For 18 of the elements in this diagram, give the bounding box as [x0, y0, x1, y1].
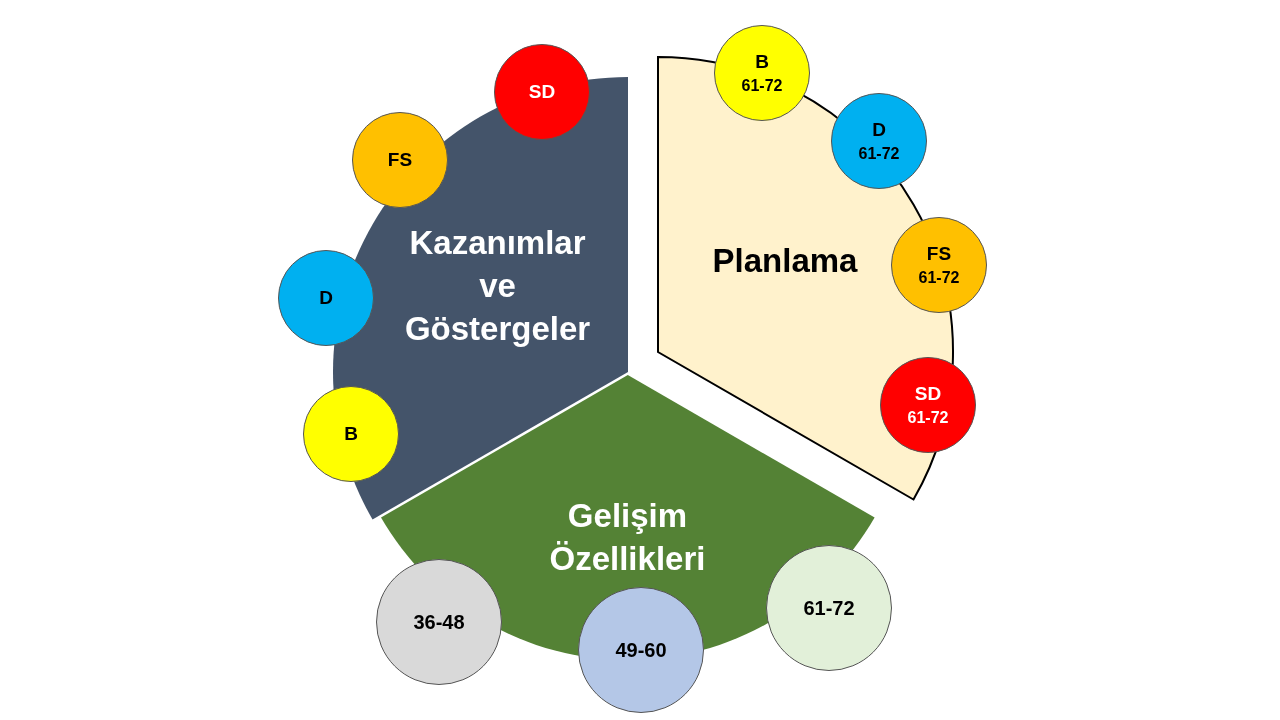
circle-label: SD	[914, 382, 942, 407]
age-range-label: 61-72	[858, 144, 900, 164]
age-range-label: 61-72	[907, 408, 949, 428]
age-range-label: 61-72	[741, 76, 783, 96]
circle-label: D	[872, 118, 886, 143]
circle-label: D	[319, 286, 333, 311]
sector-title: Kazanımlar ve Göstergeler	[403, 223, 592, 349]
circle-label: 49-60	[615, 637, 667, 663]
sector-title: Gelişim Özellikleri	[548, 496, 707, 579]
circle-label: SD	[528, 80, 556, 105]
circle-label: FS	[387, 148, 413, 173]
circle-label: B	[344, 422, 358, 447]
circle-label: 61-72	[803, 595, 855, 621]
circle-label: FS	[926, 242, 952, 267]
circle-label: 36-48	[413, 609, 465, 635]
sector-title: Planlama	[711, 241, 859, 281]
age-range-label: 61-72	[918, 268, 960, 288]
circle-label: B	[755, 50, 769, 75]
